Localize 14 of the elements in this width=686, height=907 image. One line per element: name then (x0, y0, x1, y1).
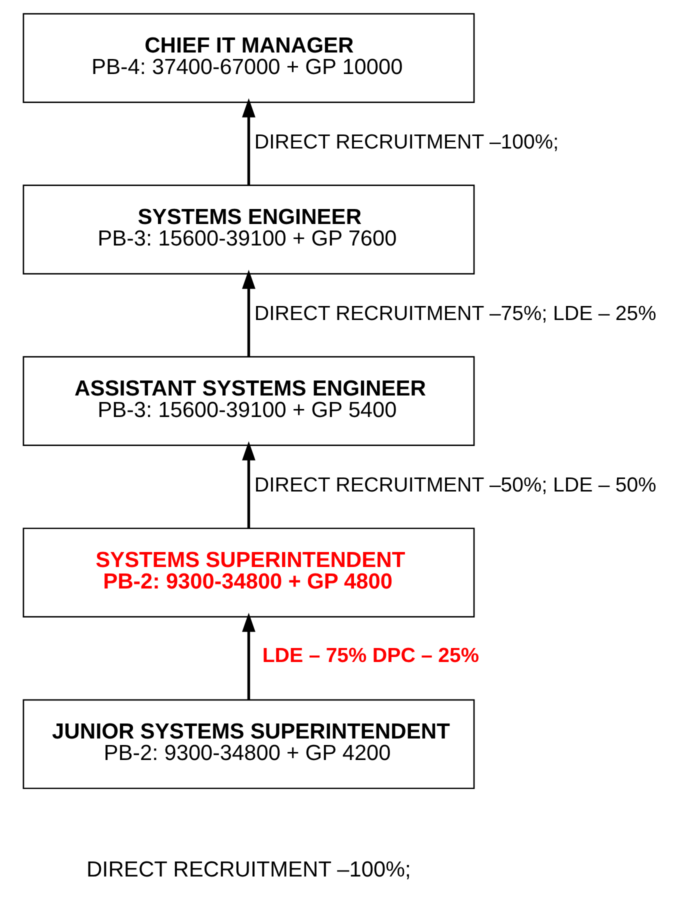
edge-label: LDE – 75% DPC – 25% (262, 644, 479, 667)
node-box: SYSTEMS ENGINEER PB-3: 15600-39100 + GP 7600 (22, 184, 475, 274)
node-box: JUNIOR SYSTEMS SUPERINTENDENT PB-2: 9300-34800 + GP 4200 (22, 699, 475, 790)
node-box: CHIEF IT MANAGER PB-4: 37400-67000 + GP 10000 (22, 13, 475, 103)
arrow (242, 441, 256, 528)
node-label: DIRECT RECRUITMENT –100%; (86, 856, 412, 882)
arrow (242, 270, 256, 357)
node-box: SYSTEMS SUPERINTENDENT PB-2: 9300-34800 + GP 4800 (22, 528, 475, 618)
edge-label: DIRECT RECRUITMENT –100%; (254, 132, 559, 154)
arrow (242, 612, 256, 700)
edge-label: DIRECT RECRUITMENT –75%; LDE – 25% (254, 303, 656, 326)
edge-label: DIRECT RECRUITMENT –50%; LDE – 50% (254, 474, 656, 497)
arrow (242, 98, 256, 186)
node-box: ASSISTANT SYSTEMS ENGINEER PB-3: 15600-39100 + GP 5400 (22, 356, 475, 446)
